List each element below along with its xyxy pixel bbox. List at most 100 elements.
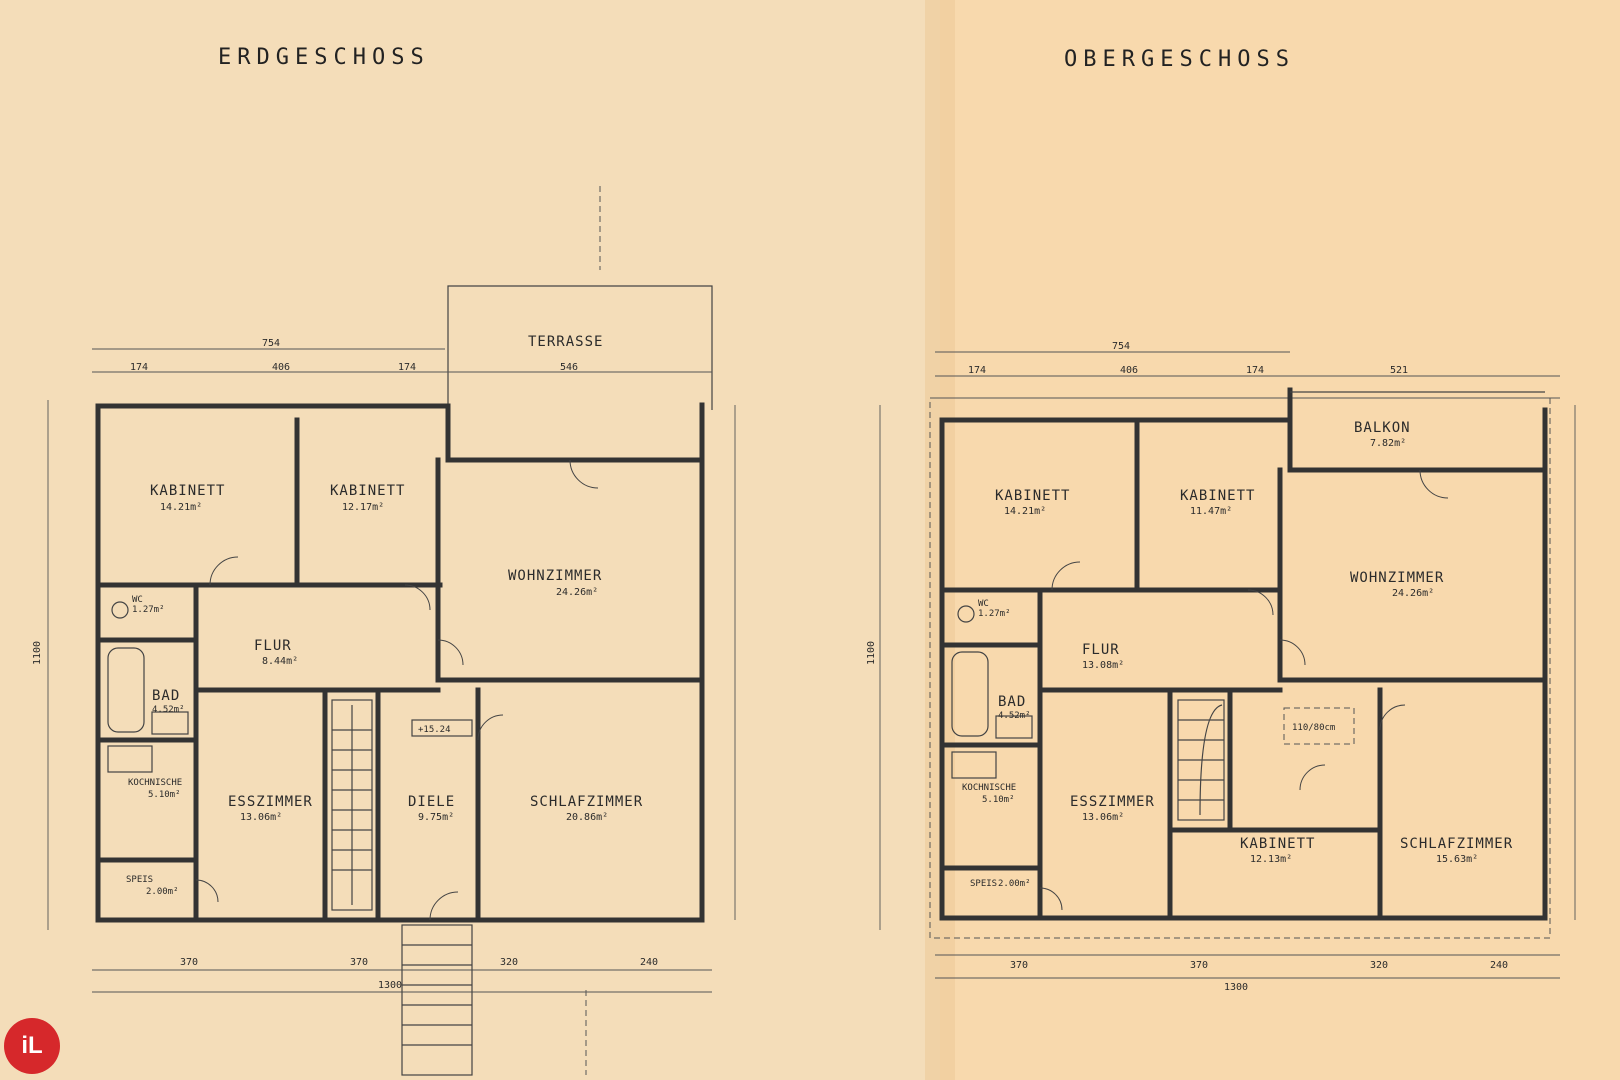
- og-dim-bottom-370b: 370: [1190, 960, 1208, 971]
- og-room-flur: FLUR: [1082, 642, 1120, 658]
- door-swing-1: [209, 556, 239, 586]
- ground-floor-plan: TERRASSE 754 174 406 174 546 370 370 320…: [32, 186, 736, 1076]
- og-dim-bottom-240: 240: [1490, 960, 1508, 971]
- dim-bottom-370b: 370: [350, 957, 368, 968]
- og-area-kabinett-1: 14.21m²: [1004, 506, 1046, 517]
- og-dim-top-754: 754: [1112, 341, 1130, 352]
- og-dim-top-521: 521: [1390, 365, 1408, 376]
- og-area-schlafzimmer: 15.63m²: [1436, 854, 1478, 865]
- room-kochnische: KOCHNISCHE: [128, 778, 182, 788]
- og-door-swing-4: [1419, 469, 1449, 499]
- og-room-balkon: BALKON: [1354, 420, 1411, 436]
- toilet: [111, 601, 129, 619]
- og-dim-total-depth: 1100: [866, 641, 877, 665]
- og-dim-bottom-320: 320: [1370, 960, 1388, 971]
- outer-wall: [95, 402, 705, 923]
- og-room-esszimmer: ESSZIMMER: [1070, 794, 1155, 810]
- bathtub: [107, 647, 145, 733]
- stair-outline: [331, 699, 373, 911]
- og-toilet: [957, 605, 975, 623]
- room-schlafzimmer: SCHLAFZIMMER: [530, 794, 643, 810]
- entrance-steps-outline: [401, 924, 473, 1076]
- og-door-swing-2: [1247, 589, 1274, 616]
- door-swing-3: [437, 639, 464, 666]
- og-dashed-outline: [929, 397, 1551, 939]
- og-room-speis: SPEIS: [970, 879, 997, 889]
- stove: [107, 745, 153, 773]
- og-dim-top-174a: 174: [968, 365, 986, 376]
- room-bad: BAD: [152, 688, 180, 704]
- og-area-wohnzimmer: 24.26m²: [1392, 588, 1434, 599]
- og-area-kochnische: 5.10m²: [982, 795, 1015, 805]
- brand-logo: iL: [4, 1018, 60, 1074]
- room-diele: DIELE: [408, 794, 455, 810]
- og-door-swing-1: [1051, 561, 1081, 591]
- og-door-swing-6: [1299, 764, 1326, 791]
- area-flur: 8.44m²: [262, 656, 298, 667]
- og-window-box: [1283, 707, 1355, 745]
- level-mark-box: [411, 719, 473, 737]
- og-area-esszimmer: 13.06m²: [1082, 812, 1124, 823]
- title-obergeschoss: OBERGESCHOSS: [1064, 47, 1295, 72]
- og-room-kabinett-3: KABINETT: [1240, 836, 1315, 852]
- og-area-speis: 2.00m²: [998, 879, 1031, 889]
- dim-top-546: 546: [560, 362, 578, 373]
- area-wc: 1.27m²: [132, 605, 165, 615]
- og-room-kabinett-2: KABINETT: [1180, 488, 1255, 504]
- room-wc: WC: [132, 595, 143, 605]
- title-erdgeschoss: ERDGESCHOSS: [218, 45, 430, 70]
- area-bad: 4.52m²: [152, 705, 185, 715]
- og-area-flur: 13.08m²: [1082, 660, 1124, 671]
- og-window-label: 110/80cm: [1292, 723, 1335, 733]
- area-schlafzimmer: 20.86m²: [566, 812, 608, 823]
- dim-top-174b: 174: [398, 362, 416, 373]
- room-esszimmer: ESSZIMMER: [228, 794, 313, 810]
- dim-top-754: 754: [262, 338, 280, 349]
- og-area-kabinett-3: 12.13m²: [1250, 854, 1292, 865]
- dim-bottom-240: 240: [640, 957, 658, 968]
- og-room-wc: WC: [978, 599, 989, 609]
- paper-left: [0, 0, 940, 1080]
- washbasin: [151, 711, 189, 735]
- level-mark: +15.24: [418, 725, 451, 735]
- og-dim-top-406: 406: [1120, 365, 1138, 376]
- upper-floor-plan: 754 174 406 174 521 370 370 320 240 1300…: [866, 341, 1576, 993]
- og-door-swing-speis: [1039, 887, 1063, 911]
- og-room-wohnzimmer: WOHNZIMMER: [1350, 570, 1444, 586]
- dim-total-depth: 1100: [32, 641, 43, 665]
- og-area-kabinett-2: 11.47m²: [1190, 506, 1232, 517]
- dim-total-width: 1300: [378, 980, 402, 991]
- door-swing-2: [404, 584, 431, 611]
- dim-bottom-370a: 370: [180, 957, 198, 968]
- og-room-bad: BAD: [998, 694, 1026, 710]
- og-bathtub: [951, 651, 989, 737]
- og-door-swing-3: [1279, 639, 1306, 666]
- staircase: [331, 699, 373, 911]
- og-door-swing-5: [1379, 704, 1406, 731]
- terrace-label: TERRASSE: [528, 334, 603, 350]
- og-dim-bottom-370a: 370: [1010, 960, 1028, 971]
- entrance-steps: [401, 924, 473, 1076]
- og-area-wc: 1.27m²: [978, 609, 1011, 619]
- og-stove: [951, 751, 997, 779]
- area-kochnische: 5.10m²: [148, 790, 181, 800]
- og-dim-top-174b: 174: [1246, 365, 1264, 376]
- door-swing-4: [477, 714, 504, 741]
- og-staircase: [1177, 699, 1225, 821]
- room-flur: FLUR: [254, 638, 292, 654]
- og-washbasin: [995, 715, 1033, 739]
- og-room-kabinett-1: KABINETT: [995, 488, 1070, 504]
- door-swing-speis: [195, 879, 219, 903]
- room-kabinett-1: KABINETT: [150, 483, 225, 499]
- og-outer-wall: [939, 407, 1548, 921]
- area-kabinett-1: 14.21m²: [160, 502, 202, 513]
- door-swing-5: [569, 459, 599, 489]
- og-area-balkon: 7.82m²: [1370, 438, 1406, 449]
- door-swing-entrance: [429, 891, 459, 921]
- room-kabinett-2: KABINETT: [330, 483, 405, 499]
- area-esszimmer: 13.06m²: [240, 812, 282, 823]
- og-dim-total-width: 1300: [1224, 982, 1248, 993]
- dim-top-406: 406: [272, 362, 290, 373]
- area-speis: 2.00m²: [146, 887, 179, 897]
